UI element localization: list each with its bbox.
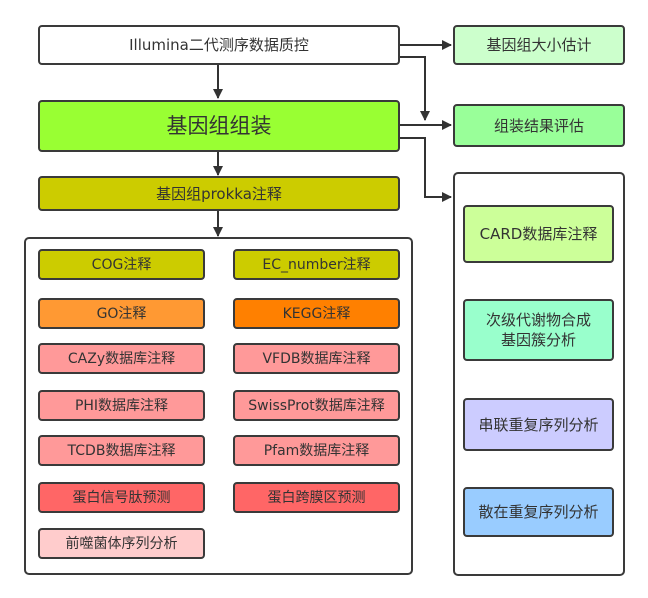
annotation-node[interactable]: EC_number注释 [233, 249, 400, 280]
annotation-label: CAZy数据库注释 [67, 350, 176, 367]
analysis-label: 串联重复序列分析 [478, 415, 599, 434]
annotation-label: SwissProt数据库注释 [248, 397, 385, 414]
annotation-node[interactable]: 前噬菌体序列分析 [38, 528, 205, 559]
qc-label: Illumina二代测序数据质控 [129, 36, 309, 54]
assembly-eval-label: 组装结果评估 [493, 116, 584, 135]
annotation-node[interactable]: CAZy数据库注释 [38, 343, 205, 374]
analysis-label: 散在重复序列分析 [478, 503, 599, 521]
annotation-node[interactable]: Pfam数据库注释 [233, 435, 400, 466]
annotation-label: 蛋白信号肽预测 [72, 489, 171, 506]
annotation-label: EC_number注释 [262, 256, 371, 273]
qc-node[interactable]: Illumina二代测序数据质控 [38, 25, 400, 65]
analysis-label-line2: 基因簇分析 [500, 331, 576, 349]
genome-size-label: 基因组大小估计 [486, 36, 592, 54]
assembly-eval-node[interactable]: 组装结果评估 [453, 104, 625, 147]
annotation-label: 前噬菌体序列分析 [65, 535, 178, 552]
annotation-node[interactable]: TCDB数据库注释 [38, 435, 205, 466]
prokka-node[interactable]: 基因组prokka注释 [38, 176, 400, 211]
annotation-node[interactable]: KEGG注释 [233, 298, 400, 329]
annotation-node[interactable]: VFDB数据库注释 [233, 343, 400, 374]
annotation-label: TCDB数据库注释 [67, 442, 176, 459]
analysis-node[interactable]: CARD数据库注释 [463, 205, 614, 263]
arrow-assembly-to-analysis-group [399, 137, 452, 202]
annotation-node[interactable]: 蛋白跨膜区预测 [233, 482, 400, 513]
analysis-node[interactable]: 次级代谢物合成基因簇分析 [463, 299, 614, 361]
annotation-label: VFDB数据库注释 [262, 350, 371, 367]
assembly-label: 基因组组装 [166, 114, 272, 138]
prokka-label: 基因组prokka注释 [156, 184, 282, 203]
annotation-node[interactable]: PHI数据库注释 [38, 390, 205, 421]
annotation-label: COG注释 [91, 256, 152, 273]
analysis-node[interactable]: 散在重复序列分析 [463, 487, 614, 537]
annotation-node[interactable]: 蛋白信号肽预测 [38, 482, 205, 513]
annotation-label: KEGG注释 [282, 305, 351, 322]
analysis-label: CARD数据库注释 [479, 225, 598, 243]
assembly-node[interactable]: 基因组组装 [38, 100, 400, 152]
analysis-node[interactable]: 串联重复序列分析 [463, 398, 614, 451]
genome-size-node[interactable]: 基因组大小估计 [453, 25, 625, 65]
arrow-qc-to-assembly-eval [399, 56, 430, 121]
annotation-label: PHI数据库注释 [74, 397, 169, 414]
annotation-node[interactable]: GO注释 [38, 298, 205, 329]
analysis-label-line1: 次级代谢物合成 [485, 311, 591, 329]
annotation-node[interactable]: COG注释 [38, 249, 205, 280]
annotation-node[interactable]: SwissProt数据库注释 [233, 390, 400, 421]
annotation-label: 蛋白跨膜区预测 [267, 489, 366, 506]
annotation-label: GO注释 [96, 305, 147, 322]
annotation-label: Pfam数据库注释 [263, 442, 370, 459]
